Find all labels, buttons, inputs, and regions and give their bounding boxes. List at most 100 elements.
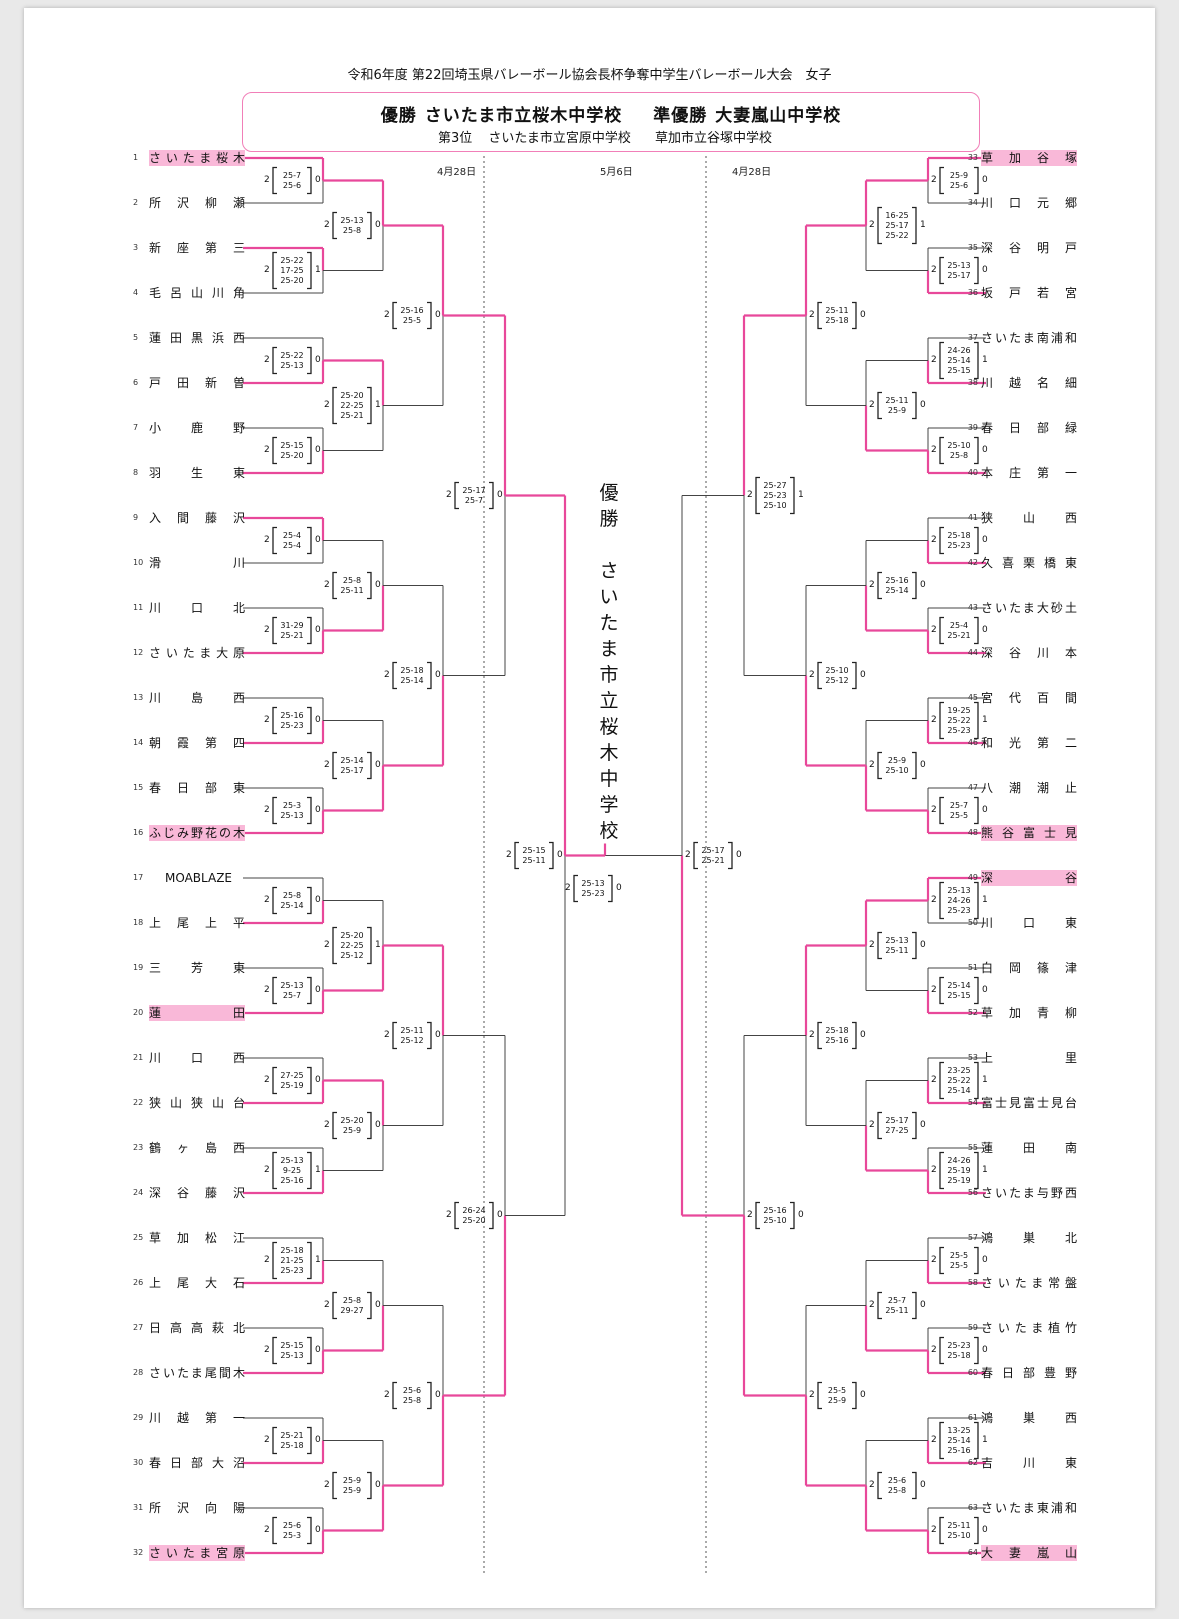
sets-won: 2	[324, 219, 330, 230]
set-score: 25-14	[947, 1435, 971, 1445]
sets-won: 2	[324, 759, 330, 770]
score-bracket	[454, 1201, 494, 1230]
score-bracket	[272, 251, 312, 290]
team-name: 日高高萩北	[149, 1320, 245, 1335]
team-name: 鴻巣北	[981, 1230, 1077, 1245]
sets-lost: 0	[982, 804, 988, 815]
sets-lost: 0	[982, 174, 988, 185]
set-score: 25-9	[827, 1395, 847, 1405]
seed-number: 22	[133, 1097, 144, 1107]
set-score: 27-25	[280, 1070, 304, 1080]
set-score: 25-16	[400, 305, 424, 315]
set-score: 25-17	[701, 845, 725, 855]
seed-number: 46	[967, 737, 978, 747]
set-score: 25-8	[949, 450, 969, 460]
set-score: 25-10	[885, 765, 909, 775]
sets-won: 2	[324, 939, 330, 950]
score-bracket	[332, 386, 372, 425]
sets-won: 2	[384, 309, 390, 320]
team-name: 川越第一	[149, 1410, 245, 1425]
set-score: 23-25	[947, 1065, 971, 1075]
sets-lost: 1	[982, 714, 988, 725]
set-score: 25-15	[280, 1340, 304, 1350]
results-summary: 優勝さいたま市立桜木中学校 準優勝大妻嵐山中学校 第3位さいたま市立宮原中学校草…	[242, 92, 980, 152]
seed-number: 60	[967, 1367, 978, 1377]
set-score: 21-25	[280, 1255, 304, 1265]
set-score: 25-20	[340, 1115, 364, 1125]
sets-won: 2	[931, 174, 937, 185]
final-sets-won: 2	[565, 882, 571, 893]
seed-number: 37	[967, 332, 978, 342]
sets-lost: 0	[860, 309, 866, 320]
team-name: 滑川	[149, 555, 245, 570]
sets-lost: 0	[920, 1299, 926, 1310]
sets-lost: 0	[860, 1389, 866, 1400]
seed-number: 4	[133, 287, 139, 297]
set-score: 25-14	[340, 755, 364, 765]
set-score: 25-16	[280, 1175, 304, 1185]
score-bracket	[272, 796, 312, 825]
seed-number: 20	[133, 1007, 144, 1017]
score-bracket	[392, 1021, 432, 1050]
seed-number: 52	[967, 1007, 978, 1017]
seed-number: 48	[967, 827, 978, 837]
seed-number: 35	[967, 242, 978, 252]
team-left: 27 日高高萩北	[133, 1319, 245, 1335]
team-name: 富士見富士見台	[981, 1095, 1077, 1110]
sets-lost: 1	[375, 939, 381, 950]
sets-won: 2	[685, 849, 691, 860]
seed-number: 15	[133, 782, 144, 792]
set-score: 25-6	[402, 1385, 422, 1395]
set-score: 25-16	[885, 575, 909, 585]
set-score: 25-20	[280, 450, 304, 460]
set-score: 29-27	[340, 1305, 364, 1315]
score-bracket	[939, 1421, 979, 1460]
seed-number: 8	[133, 467, 139, 477]
score-bracket	[332, 751, 372, 780]
set-score: 25-5	[402, 315, 422, 325]
seed-number: 12	[133, 647, 144, 657]
set-score: 25-8	[887, 1485, 907, 1495]
team-name: 白岡篠津	[981, 960, 1077, 975]
sets-won: 2	[747, 489, 753, 500]
set-score: 17-25	[280, 265, 304, 275]
team-name: 上里	[981, 1050, 1077, 1065]
seed-number: 39	[967, 422, 978, 432]
score-bracket	[272, 1426, 312, 1455]
set-score: 25-22	[885, 230, 909, 240]
set-score: 16-25	[885, 210, 909, 220]
team-name: 春日部東	[149, 780, 245, 795]
score-bracket	[817, 661, 857, 690]
sets-lost: 0	[982, 534, 988, 545]
seed-number: 38	[967, 377, 978, 387]
score-bracket	[817, 301, 857, 330]
set-score: 25-22	[280, 350, 304, 360]
set-score: 25-20	[462, 1215, 486, 1225]
seed-number: 16	[133, 827, 144, 837]
sets-won: 2	[931, 264, 937, 275]
seed-number: 27	[133, 1322, 144, 1332]
sets-won: 2	[264, 444, 270, 455]
